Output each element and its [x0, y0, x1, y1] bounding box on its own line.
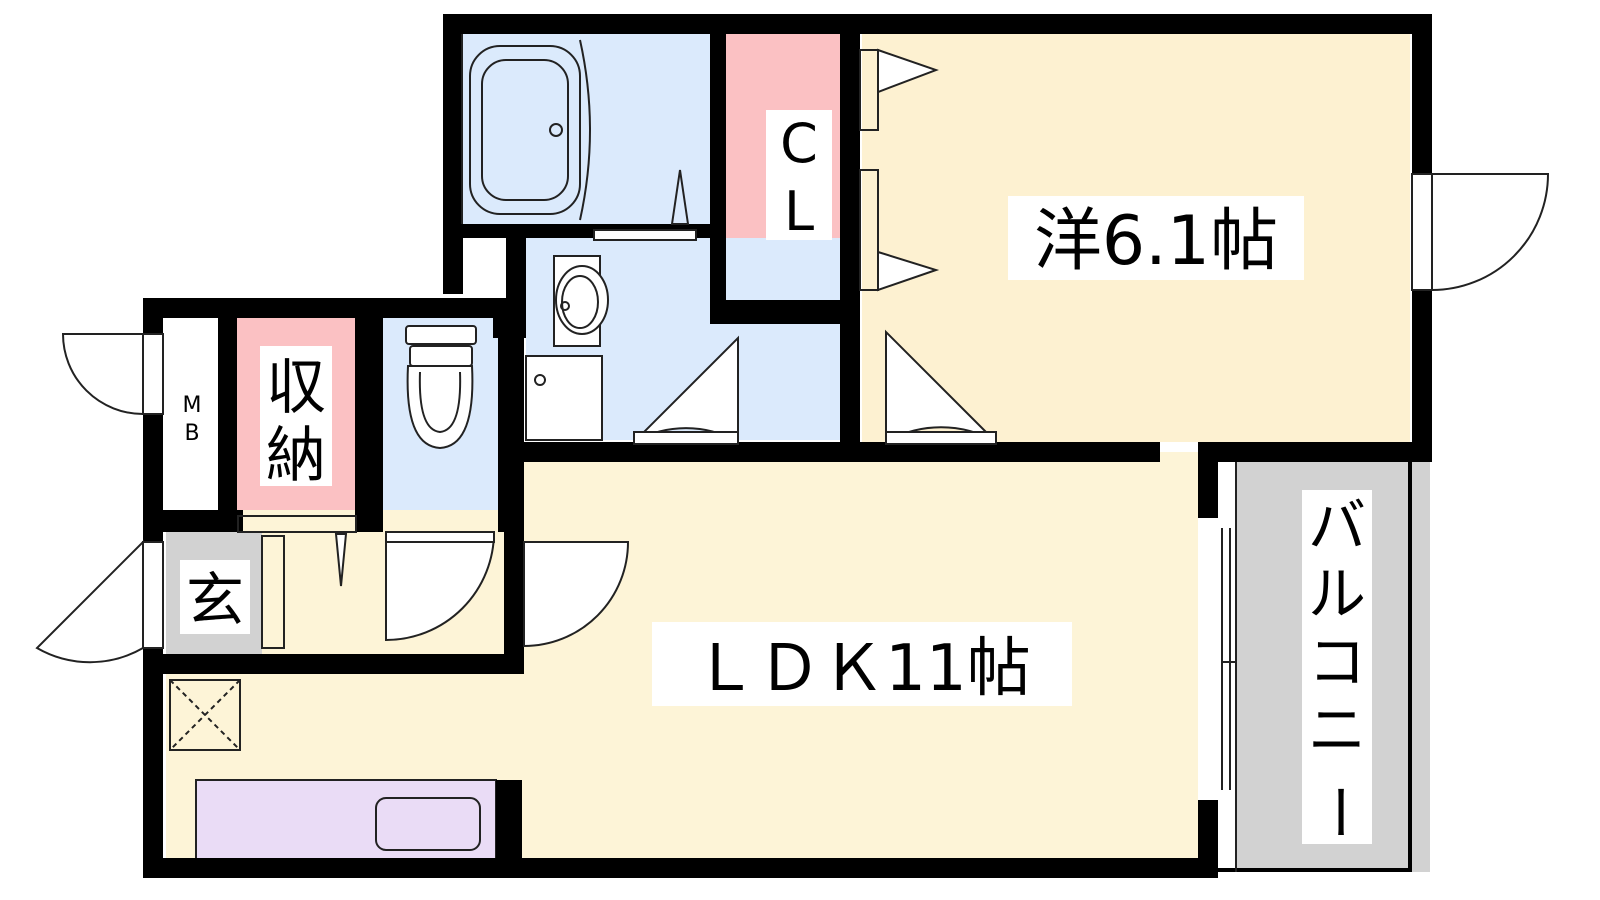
walls	[143, 14, 1432, 878]
balcony-label-bg	[1302, 490, 1372, 844]
bathtub-icon	[469, 39, 697, 241]
entrance-label: 玄	[186, 566, 244, 634]
washbasin-icon	[525, 255, 609, 441]
balcony-char-1: バ	[1308, 492, 1366, 560]
storage-label-1: 収	[266, 353, 326, 423]
storage-label-2: 納	[266, 421, 326, 491]
mb-label-b: B	[184, 421, 199, 446]
doors	[35, 48, 1550, 664]
western-room-label-bg	[1008, 196, 1304, 280]
storage-label-bg	[260, 346, 332, 486]
balcony-char-2: ル	[1308, 560, 1366, 628]
balcony-char-3: コ	[1308, 628, 1366, 696]
ldk-label-bg	[652, 622, 1072, 706]
closet-label-l: L	[784, 180, 814, 243]
balcony-char-4: ニ	[1308, 696, 1366, 764]
entrance-label-bg	[180, 560, 250, 634]
mb-label-m: M	[183, 393, 202, 418]
ldk-label: ＬＤＫ11帖	[693, 632, 1030, 706]
western-room-label: 洋6.1帖	[1034, 202, 1278, 281]
hall-triangle-icon	[334, 533, 348, 587]
closet-label-c: C	[780, 112, 818, 175]
toilet-icon	[405, 325, 477, 450]
closet-label-bg	[766, 110, 832, 240]
balcony-char-5: ー	[1305, 783, 1373, 841]
thin-lines	[142, 34, 1433, 872]
mb-floor	[166, 318, 218, 510]
kitchen-counter	[195, 779, 497, 867]
